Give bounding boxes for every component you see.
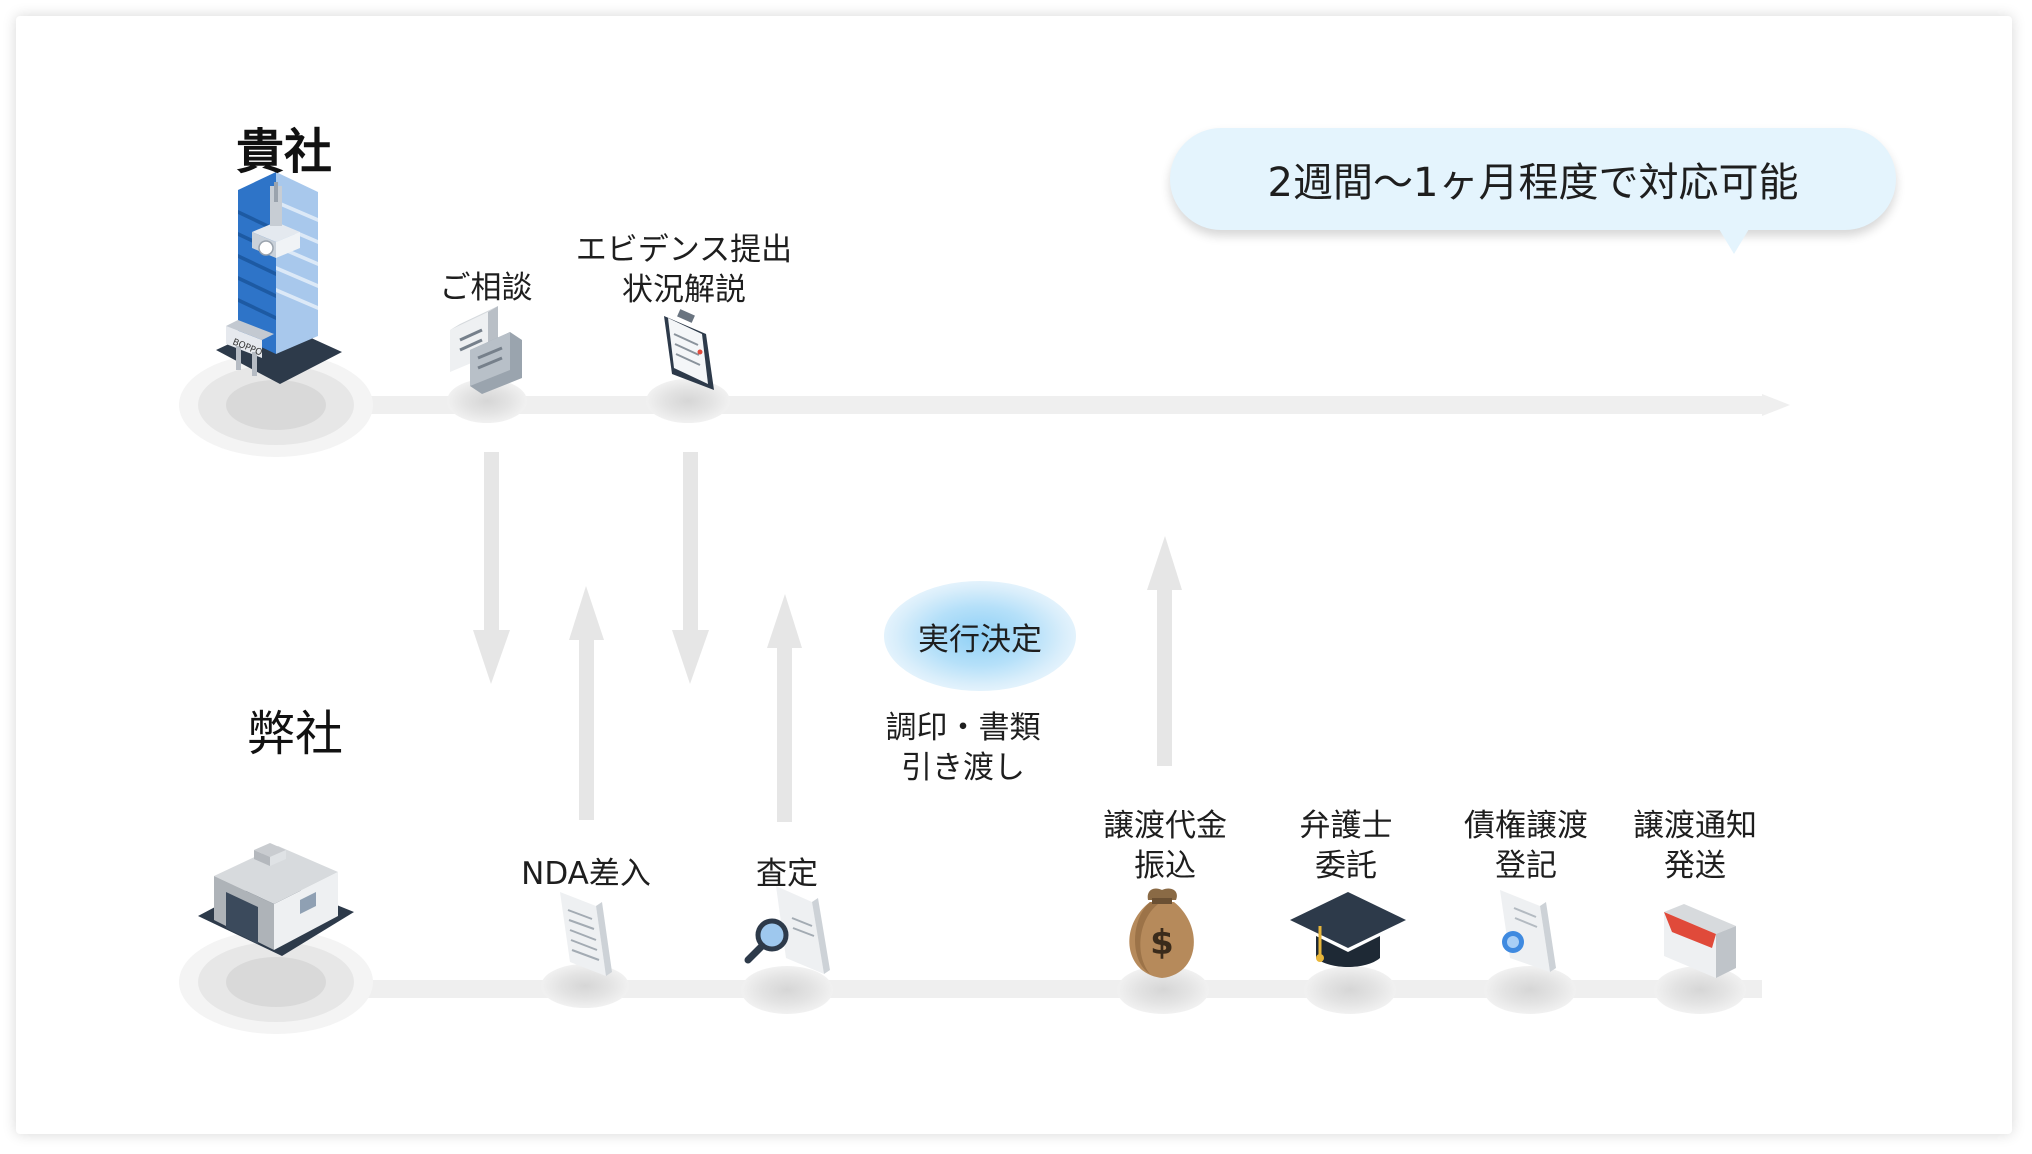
step-notice-label: 譲渡通知 発送 <box>1633 808 1757 884</box>
step-lawyer-label: 弁護士 委託 <box>1299 808 1393 884</box>
warehouse-icon <box>198 843 354 956</box>
up-arrow-appraisal <box>767 594 802 822</box>
up-arrow-payment <box>1147 536 1182 766</box>
duration-text: 2週間〜1ヶ月程度で対応可能 <box>1267 160 1799 206</box>
step-registration-label: 債権譲渡 登記 <box>1464 808 1588 884</box>
money-symbol: $ <box>1150 923 1174 963</box>
up-arrow-nda <box>569 586 604 820</box>
client-platform <box>179 353 373 457</box>
bubble-tail <box>1716 224 1752 254</box>
step-evidence-label: エビデンス提出 状況解説 <box>575 232 793 308</box>
office-tower-icon: BOPPO <box>216 172 342 384</box>
step-nda-label: NDA差入 <box>521 856 651 892</box>
clipboard-icon <box>664 309 714 390</box>
graduation-cap-icon <box>1290 892 1406 967</box>
step-consultation-label: ご相談 <box>439 270 533 306</box>
chat-bubbles-icon <box>450 306 522 394</box>
diagram-graphics: BOPPO <box>179 172 1790 1034</box>
magnifier-document-icon <box>744 886 830 974</box>
certificate-icon <box>1500 890 1556 972</box>
receipt-document-icon <box>560 892 612 976</box>
client-company-label: 貴社 <box>235 124 333 180</box>
money-bag-icon: $ <box>1129 888 1194 978</box>
down-arrow-consult <box>473 452 510 684</box>
flow-diagram-card: BOPPO <box>16 16 2012 1134</box>
decision-badge: 実行決定 <box>884 581 1076 691</box>
envelope-icon <box>1664 904 1736 978</box>
down-arrow-evidence <box>672 452 709 684</box>
our-platform <box>179 930 373 1034</box>
step-appraisal-label: 査定 <box>756 856 818 892</box>
decision-label: 実行決定 <box>918 621 1042 658</box>
exchange-label: 調印・書類 引き渡し <box>885 710 1041 786</box>
step-platforms <box>447 379 1746 1014</box>
our-company-label: 弊社 <box>246 706 344 762</box>
duration-bubble: 2週間〜1ヶ月程度で対応可能 <box>1170 128 1896 230</box>
step-payment-label: 譲渡代金 振込 <box>1103 808 1227 884</box>
